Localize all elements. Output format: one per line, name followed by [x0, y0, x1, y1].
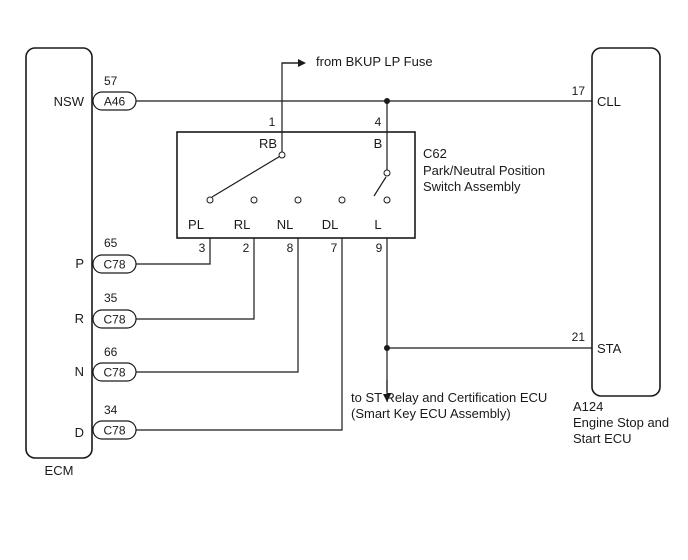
engine-ecu-pin-number-21: 21	[572, 330, 586, 344]
st-relay-label-line1: to ST Relay and Certification ECU	[351, 390, 547, 405]
switch-pin-label-nl: NL	[277, 217, 294, 232]
connector-a46-label: A46	[104, 95, 126, 109]
connector-c78-n	[92, 362, 137, 382]
wire-pl-p	[136, 238, 211, 265]
st-relay-label-line2: (Smart Key ECU Assembly)	[351, 406, 511, 421]
connector-c78-n-label: C78	[103, 366, 125, 380]
switch-name-line2: Switch Assembly	[423, 179, 521, 194]
ecm-label: ECM	[45, 463, 74, 478]
ecm-pin-label-d: D	[75, 425, 84, 440]
switch-pin-number-7: 7	[331, 241, 338, 255]
connector-a46	[92, 91, 137, 111]
switch-pin-label-pl: PL	[188, 217, 204, 232]
switch-terminal-nl	[294, 196, 302, 204]
ecm-pin-number-r: 35	[104, 291, 118, 305]
wire-fuse-rb	[281, 62, 303, 132]
switch-terminal-rl	[250, 196, 258, 204]
fuse-label: from BKUP LP Fuse	[316, 54, 433, 69]
switch-name-line1: Park/Neutral Position	[423, 163, 545, 178]
ecm-pin-label-nsw: NSW	[54, 94, 85, 109]
connector-c78-p-label: C78	[103, 258, 125, 272]
ecm-pin-label-p: P	[75, 256, 84, 271]
switch-pin-number-2: 2	[243, 241, 250, 255]
switch-terminal-rb	[278, 151, 286, 159]
switch-pin-number-3: 3	[199, 241, 206, 255]
engine-ecu-box	[591, 47, 661, 397]
switch-pin-number-1: 1	[269, 115, 276, 129]
engine-ecu-name-line2: Start ECU	[573, 431, 632, 446]
switch-code: C62	[423, 146, 447, 161]
ecm-pin-label-r: R	[75, 311, 84, 326]
ecm-pin-label-n: N	[75, 364, 84, 379]
switch-pin-label-dl: DL	[322, 217, 339, 232]
wire-rl-r	[136, 238, 255, 320]
wire-dl-d	[136, 238, 343, 431]
switch-pin-number-9: 9	[376, 241, 383, 255]
switch-pin-number-4: 4	[375, 115, 382, 129]
switch-terminal-l	[383, 196, 391, 204]
ecm-pin-number-p: 65	[104, 236, 118, 250]
connector-c78-d-label: C78	[103, 424, 125, 438]
engine-ecu-pin-number-17: 17	[572, 84, 586, 98]
connector-c78-r	[92, 309, 137, 329]
wire-nl-n	[136, 238, 299, 373]
engine-ecu-pin-label-cll: CLL	[597, 94, 621, 109]
switch-terminal-b	[383, 169, 391, 177]
connector-c78-r-label: C78	[103, 313, 125, 327]
ecm-box	[25, 47, 93, 459]
switch-box	[176, 131, 416, 239]
engine-ecu-code: A124	[573, 399, 603, 414]
switch-pin-label-b: B	[374, 136, 383, 151]
junction-dot-bottom	[384, 345, 390, 351]
ecm-pin-number-nsw: 57	[104, 74, 118, 88]
engine-ecu-name-line1: Engine Stop and	[573, 415, 669, 430]
connector-c78-d	[92, 420, 137, 440]
junction-dot-top	[384, 98, 390, 104]
switch-terminal-dl	[338, 196, 346, 204]
connector-c78-p	[92, 254, 137, 274]
switch-terminal-pl	[206, 196, 214, 204]
ecm-pin-number-d: 34	[104, 403, 118, 417]
switch-pin-label-rl: RL	[234, 217, 251, 232]
switch-b-l-blade	[373, 176, 387, 197]
ecm-pin-number-n: 66	[104, 345, 118, 359]
engine-ecu-pin-label-sta: STA	[597, 341, 622, 356]
switch-pin-number-8: 8	[287, 241, 294, 255]
switch-contact-arm	[211, 154, 283, 198]
switch-pin-label-rb: RB	[259, 136, 277, 151]
switch-pin-label-l: L	[374, 217, 381, 232]
